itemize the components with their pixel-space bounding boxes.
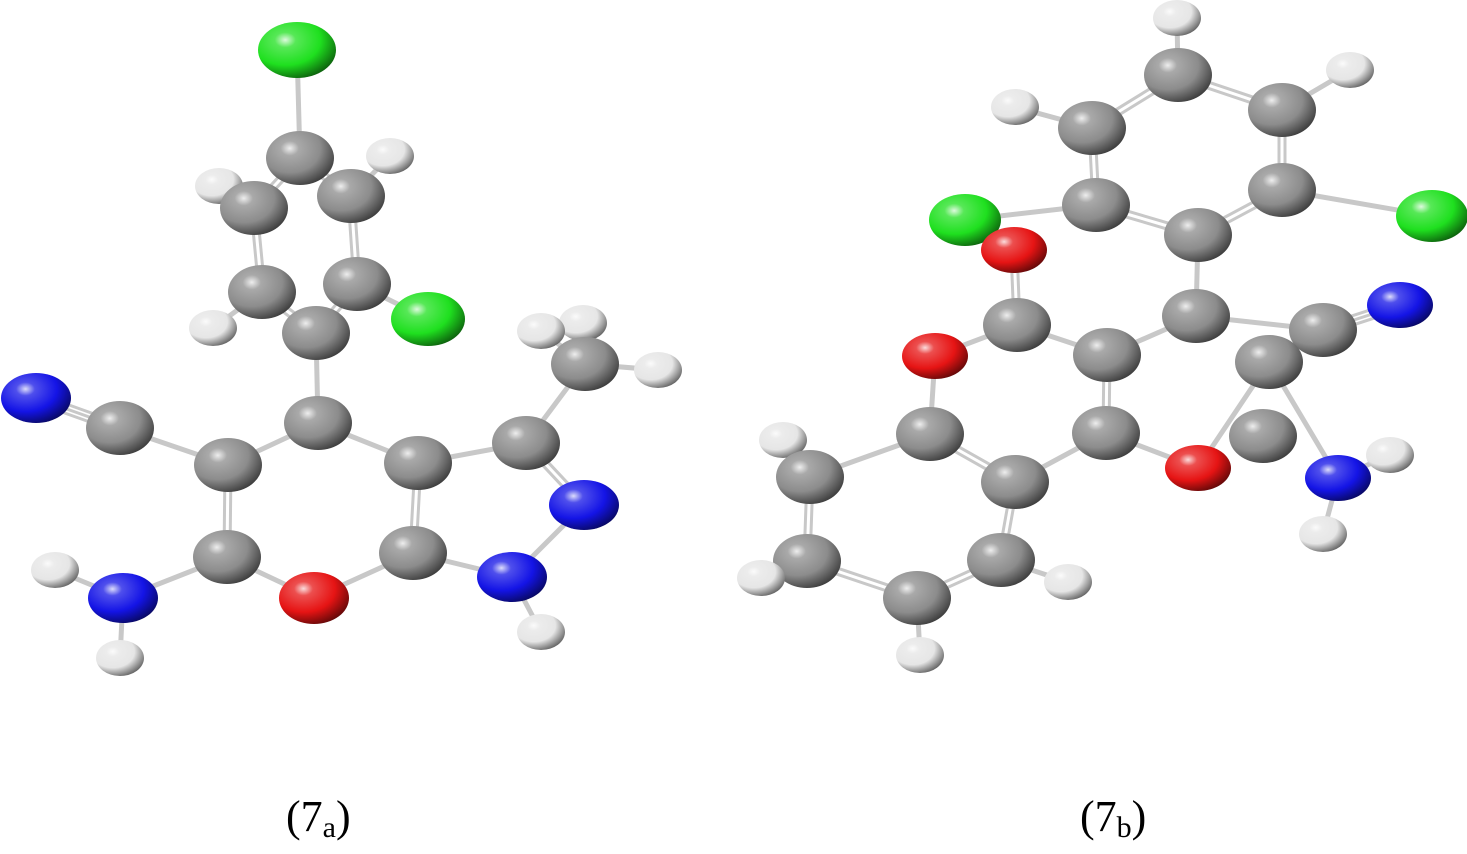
chlorine-atom: [929, 194, 1001, 246]
carbon-atom: [266, 131, 334, 185]
carbon-atom: [379, 526, 447, 580]
hydrogen-atom: [896, 637, 944, 673]
carbon-atom: [1062, 178, 1130, 232]
chlorine-atom: [1396, 190, 1467, 242]
carbon-atom: [983, 298, 1051, 352]
carbon-atom: [228, 265, 296, 319]
chlorine-atom: [258, 22, 336, 78]
nitrogen-atom: [1367, 282, 1433, 328]
carbon-atom: [492, 416, 560, 470]
carbon-atom: [282, 306, 350, 360]
carbon-atom: [967, 533, 1035, 587]
molecule-7b-model: [737, 0, 1467, 673]
nitrogen-atom: [88, 573, 158, 623]
nitrogen-atom: [1305, 455, 1371, 501]
hydrogen-atom: [1044, 564, 1092, 600]
carbon-atom: [1235, 335, 1303, 389]
carbon-atom: [551, 337, 619, 391]
chlorine-atom: [391, 292, 465, 346]
carbon-atom: [1248, 163, 1316, 217]
carbon-atom: [883, 571, 951, 625]
caption-7b: (7b): [1080, 792, 1147, 844]
oxygen-atom: [902, 333, 968, 379]
hydrogen-atom: [366, 138, 414, 174]
carbon-atom: [284, 396, 352, 450]
carbon-atom: [773, 534, 841, 588]
nitrogen-atom: [1, 373, 71, 423]
carbon-atom: [981, 455, 1049, 509]
carbon-atom: [384, 436, 452, 490]
carbon-atom: [317, 169, 385, 223]
caption-7a: (7a): [286, 792, 351, 844]
carbon-atom: [1162, 289, 1230, 343]
hydrogen-atom: [189, 310, 237, 346]
carbon-atom: [1229, 409, 1297, 463]
carbon-atom: [1164, 208, 1232, 262]
molecule-7a-model: [1, 22, 682, 676]
hydrogen-atom: [559, 305, 607, 341]
carbon-atom: [86, 401, 154, 455]
oxygen-atom: [1165, 445, 1231, 491]
oxygen-atom: [279, 572, 349, 624]
carbon-atom: [323, 257, 391, 311]
carbon-atom: [776, 450, 844, 504]
hydrogen-atom: [737, 560, 785, 596]
hydrogen-atom: [634, 352, 682, 388]
hydrogen-atom: [96, 640, 144, 676]
hydrogen-atom: [517, 313, 565, 349]
carbon-atom: [220, 181, 288, 235]
hydrogen-atom: [991, 89, 1039, 125]
nitrogen-atom: [549, 480, 619, 530]
hydrogen-atom: [517, 614, 565, 650]
hydrogen-atom: [1153, 0, 1201, 36]
carbon-atom: [194, 438, 262, 492]
hydrogen-atom: [1366, 437, 1414, 473]
oxygen-atom: [981, 227, 1047, 273]
hydrogen-atom: [1326, 52, 1374, 88]
carbon-atom: [896, 407, 964, 461]
carbon-atom: [1073, 328, 1141, 382]
carbon-atom: [1058, 101, 1126, 155]
hydrogen-atom: [1299, 516, 1347, 552]
carbon-atom: [1072, 406, 1140, 460]
carbon-atom: [1144, 48, 1212, 102]
nitrogen-atom: [477, 552, 547, 602]
hydrogen-atom: [31, 552, 79, 588]
carbon-atom: [1248, 83, 1316, 137]
carbon-atom: [193, 530, 261, 584]
carbon-atom: [1289, 303, 1357, 357]
hydrogen-atom: [759, 422, 807, 458]
